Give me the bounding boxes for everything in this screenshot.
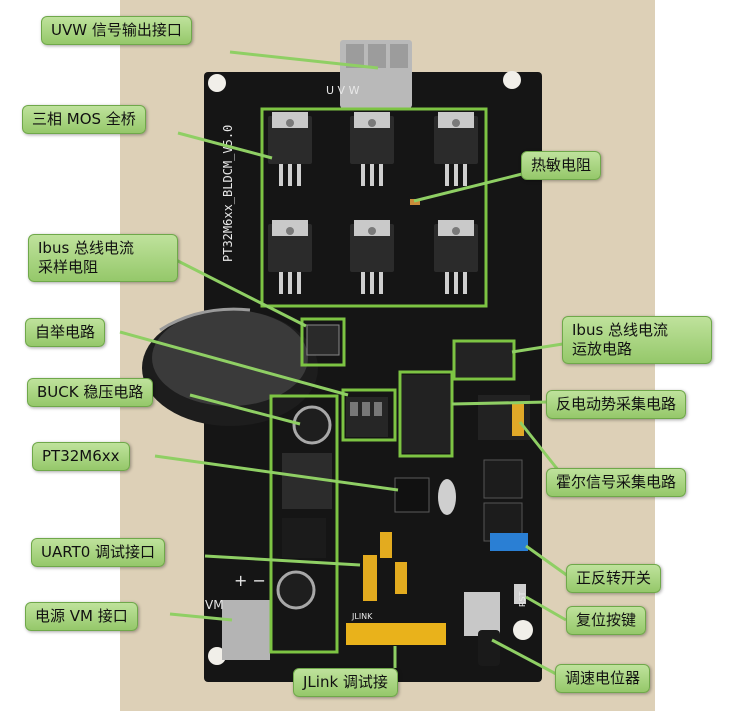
highlight-bootstrap <box>341 388 397 442</box>
leader-ibus-sample <box>175 258 307 328</box>
silk-rst: RST <box>518 591 527 607</box>
uvw-terminal <box>390 44 408 68</box>
leader-reset <box>525 595 567 622</box>
callout-potentiometer: 调速电位器 <box>555 664 651 693</box>
jlink-header <box>346 623 446 645</box>
tact-switch <box>483 459 523 499</box>
leader-uvw <box>229 50 379 70</box>
bemf-parts <box>402 375 452 453</box>
callout-jlink: JLink 调试接 <box>293 668 398 697</box>
bulk-capacitor-top <box>152 310 308 406</box>
buck-ic <box>282 518 326 558</box>
opamp-parts <box>454 342 514 377</box>
leader-buck <box>189 393 301 426</box>
highlight-bemf <box>398 370 454 458</box>
silk-jlink: JLINK <box>351 612 373 621</box>
hall-header <box>512 402 524 436</box>
silk-plus-minus: + − <box>234 571 266 590</box>
callout-bootstrap: 自举电路 <box>25 318 106 347</box>
callout-mcu: PT32M6xx <box>32 442 130 471</box>
pc-header <box>380 532 392 558</box>
callout-uart: UART0 调试接口 <box>31 538 166 567</box>
standoff <box>208 74 226 92</box>
standoff <box>208 647 226 665</box>
uart-header <box>363 555 377 601</box>
uvw-terminal <box>346 44 364 68</box>
highlight-boxes <box>260 107 516 654</box>
highlight-opamp <box>452 339 516 381</box>
leader-power <box>169 612 233 622</box>
callout-reset-button: 复位按键 <box>566 606 647 635</box>
highlight-sense-resistor <box>300 317 346 367</box>
capacitor-sleeve-mark <box>159 307 251 332</box>
leader-bemf <box>451 400 549 406</box>
standoff <box>503 71 521 89</box>
leader-bootstrap <box>119 330 349 397</box>
callout-mos-bridge: 三相 MOS 全桥 <box>22 105 146 134</box>
leader-uart <box>204 554 361 567</box>
buck-capacitor <box>292 405 332 445</box>
leader-lines <box>119 50 589 678</box>
callout-hall: 霍尔信号采集电路 <box>546 468 687 497</box>
leader-thermistor <box>413 172 523 203</box>
standoff <box>513 620 533 640</box>
callout-bemf: 反电动势采集电路 <box>546 390 687 419</box>
mosfet-array <box>268 112 478 294</box>
dip-switch <box>490 533 528 551</box>
leader-mcu <box>154 454 399 492</box>
callout-uvw-interface: UVW 信号输出接口 <box>41 16 192 45</box>
potentiometer-knob <box>478 630 500 666</box>
callout-power-vm: 电源 VM 接口 <box>25 602 138 631</box>
vm-connector <box>222 600 270 660</box>
pd-header <box>395 562 407 594</box>
mcu-chip <box>394 477 430 513</box>
leader-pot <box>491 638 561 678</box>
callout-ibus-opamp: Ibus 总线电流运放电路 <box>562 316 712 364</box>
callout-direction-switch: 正反转开关 <box>566 564 662 593</box>
callout-buck: BUCK 稳压电路 <box>27 378 154 407</box>
power-capacitor <box>276 570 316 610</box>
leader-direction <box>525 544 569 578</box>
potentiometer-body <box>464 592 500 636</box>
highlight-mos-bridge <box>260 107 488 308</box>
callout-ibus-sense-resistor: Ibus 总线电流采样电阻 <box>28 234 178 282</box>
crystal <box>438 479 456 515</box>
silk-model: PT32M6xx_BLDCM_V5.0 <box>221 125 235 262</box>
leader-mos <box>177 131 273 160</box>
sense-resistor <box>306 324 340 356</box>
silk-vm: VM <box>205 598 224 612</box>
reset-button <box>514 584 526 604</box>
silk-uvw: U V W <box>326 84 360 97</box>
callout-thermistor: 热敏电阻 <box>521 151 602 180</box>
uvw-terminal <box>368 44 386 68</box>
highlight-buck <box>269 394 339 654</box>
